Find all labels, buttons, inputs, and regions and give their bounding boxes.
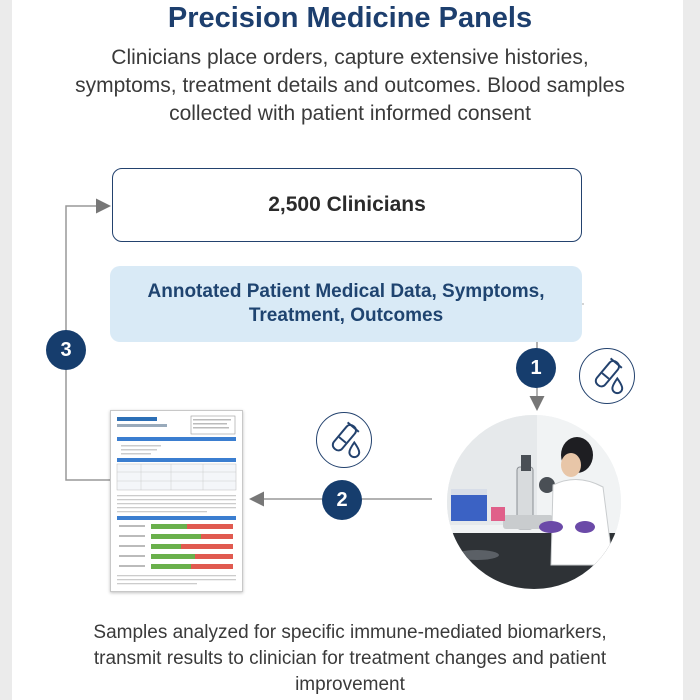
blood-tube-icon	[579, 348, 635, 404]
subtitle: Clinicians place orders, capture extensi…	[75, 46, 625, 125]
blood-tube-icon	[316, 412, 372, 468]
lab-report-document	[110, 410, 243, 592]
bottom-description: Samples analyzed for specific immune-med…	[93, 622, 607, 695]
step-2-badge: 2	[322, 480, 362, 520]
medical-data-box: Annotated Patient Medical Data, Symptoms…	[110, 266, 582, 342]
clinicians-box: 2,500 Clinicians	[112, 168, 582, 242]
step-1-badge: 1	[516, 348, 556, 388]
lab-scientist-photo	[447, 415, 621, 589]
step-3-badge: 3	[46, 330, 86, 370]
page-title: Precision Medicine Panels	[167, 2, 533, 34]
